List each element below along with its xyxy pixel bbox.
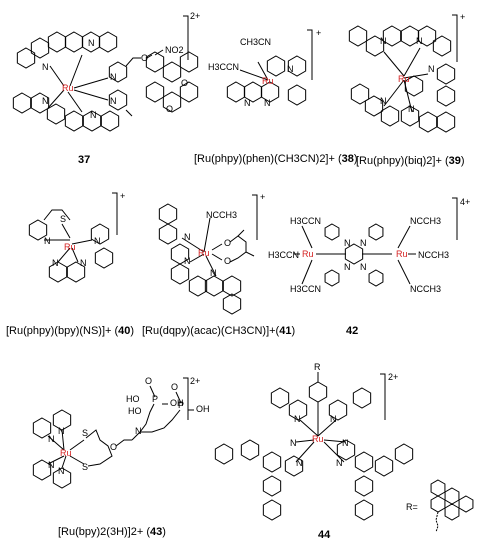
compound-label: [Ru(phpy)(biq)2]+ (39) — [356, 155, 465, 167]
nitrogen-atom: N — [344, 262, 351, 272]
nitrogen-atom: N — [380, 96, 387, 106]
phosphorus-atom: P — [178, 400, 184, 410]
ruthenium-atom: Ru — [312, 434, 324, 444]
phosphorus-atom: P — [152, 394, 158, 404]
nitrogen-atom: N — [296, 458, 303, 468]
nitrogen-atom: N — [360, 238, 367, 248]
oxygen-atom: O — [224, 238, 231, 248]
nitrogen-atom: N — [48, 434, 55, 444]
nitrogen-atom: N — [336, 458, 343, 468]
r-substituent-definition: R= — [406, 502, 418, 512]
charge-label: 2+ — [190, 11, 200, 21]
ruthenium-atom: Ru — [60, 448, 72, 458]
charge-label: + — [316, 28, 321, 38]
acetonitrile-ligand: NCCH3 — [206, 210, 237, 220]
charge-label: + — [260, 192, 265, 202]
compound-label: [Ru(dqpy)(acac)(CH3CN)]+(41) — [142, 325, 295, 337]
nitrogen-atom: N — [210, 268, 217, 278]
r-substituent: R — [314, 362, 321, 372]
compound-40: S N N N N Ru + [Ru(phpy)(bpy)(NS)]+ (40) — [6, 191, 134, 337]
nitrogen-atom: N — [135, 426, 142, 436]
nitrogen-atom: N — [380, 36, 387, 46]
oxygen-atom: O — [145, 376, 152, 386]
nitrogen-atom: N — [58, 426, 65, 436]
sulfur-atom: S — [60, 214, 66, 224]
ruthenium-atom: Ru — [64, 242, 76, 252]
nitrogen-atom: N — [42, 96, 49, 106]
compound-43: S S O N P P O O HO HO OH OH N N N N Ru 2… — [32, 376, 210, 538]
ruthenium-atom: Ru — [302, 249, 314, 259]
charge-label: 4+ — [460, 197, 470, 207]
nitro-group: NO2 — [165, 45, 184, 55]
acetonitrile-ligand: H3CCN — [290, 284, 321, 294]
oxygen-atom: O — [224, 256, 231, 266]
oxygen-atom: O — [181, 78, 188, 88]
hydroxyl-group: HO — [126, 394, 140, 404]
nitrogen-atom: N — [287, 64, 294, 74]
acetonitrile-ligand: H3CCN — [208, 62, 239, 72]
nitrogen-atom: N — [48, 460, 55, 470]
compound-number: 42 — [346, 325, 358, 337]
compound-label: [Ru(bpy)2(3H)]2+ (43) — [58, 526, 166, 538]
nitrogen-atom: N — [416, 36, 423, 46]
nitrogen-atom: N — [88, 38, 95, 48]
nitrogen-atom: N — [94, 236, 101, 246]
ruthenium-atom: Ru — [62, 83, 74, 93]
acetonitrile-ligand: H3CCN — [268, 250, 299, 260]
charge-label: 2+ — [388, 372, 398, 382]
charge-label: + — [460, 12, 465, 22]
compound-44: R N N N N N N Ru 2+ 44 R= — [214, 362, 474, 541]
hydroxyl-group: HO — [128, 406, 142, 416]
oxygen-atom: O — [141, 53, 148, 63]
nitrogen-atom: N — [44, 236, 51, 246]
compound-label: [Ru(phpy)(phen)(CH3CN)2]+ (38) — [194, 153, 358, 165]
oxygen-atom: O — [166, 104, 173, 114]
compound-42: H3CCN H3CCN H3CCN NCCH3 NCCH3 NCCH3 N N … — [268, 197, 470, 337]
charge-label: 2+ — [190, 376, 200, 386]
compound-number: 37 — [78, 154, 90, 166]
nitrogen-atom: N — [184, 256, 191, 266]
nitrogen-atom: N — [244, 98, 251, 108]
sulfur-atom: S — [82, 462, 88, 472]
acetonitrile-ligand: NCCH3 — [410, 284, 441, 294]
nitrogen-atom: N — [90, 110, 97, 120]
compound-label: [Ru(phpy)(bpy)(NS)]+ (40) — [6, 325, 134, 337]
ruthenium-atom: Ru — [262, 76, 274, 86]
compound-number: 44 — [318, 529, 331, 541]
ruthenium-atom: Ru — [396, 249, 408, 259]
nitrogen-atom: N — [344, 238, 351, 248]
nitrogen-atom: N — [184, 232, 191, 242]
oxygen-atom: O — [110, 442, 117, 452]
acetonitrile-ligand: NCCH3 — [410, 216, 441, 226]
acetonitrile-ligand: NCCH3 — [418, 250, 449, 260]
nitrogen-atom: N — [80, 258, 87, 268]
nitrogen-atom: N — [42, 62, 49, 72]
compound-38: CH3CN H3CCN N N N Ru + [Ru(phpy)(phen)(C… — [194, 28, 358, 165]
nitrogen-atom: N — [58, 466, 65, 476]
nitrogen-atom: N — [408, 104, 415, 114]
acetonitrile-ligand: H3CCN — [290, 216, 321, 226]
charge-label: + — [120, 191, 125, 201]
hydroxyl-group: OH — [196, 404, 210, 414]
nitrogen-atom: N — [330, 414, 337, 424]
compound-37: O NO2 O O N N N N N N Ru 2+ 37 — [12, 11, 200, 166]
acetonitrile-ligand: CH3CN — [240, 37, 271, 47]
nitrogen-atom: N — [290, 438, 297, 448]
nitrogen-atom: N — [360, 262, 367, 272]
hydroxyl-group: OH — [170, 398, 184, 408]
nitrogen-atom: N — [428, 64, 435, 74]
nitrogen-atom: N — [264, 98, 271, 108]
nitrogen-atom: N — [110, 96, 117, 106]
nitrogen-atom: N — [110, 72, 117, 82]
sulfur-atom: S — [82, 428, 88, 438]
compound-39: N N N N N Ru + [Ru(phpy)(biq)2]+ (39) — [348, 12, 465, 167]
nitrogen-atom: N — [342, 438, 349, 448]
nitrogen-atom: N — [52, 258, 59, 268]
nitrogen-atom: N — [294, 414, 301, 424]
compound-41: NCCH3 O O N N N Ru + [Ru(dqpy)(acac)(CH3… — [142, 192, 295, 337]
ruthenium-atom: Ru — [198, 248, 210, 258]
ruthenium-atom: Ru — [398, 74, 410, 84]
oxygen-atom: O — [171, 382, 178, 392]
